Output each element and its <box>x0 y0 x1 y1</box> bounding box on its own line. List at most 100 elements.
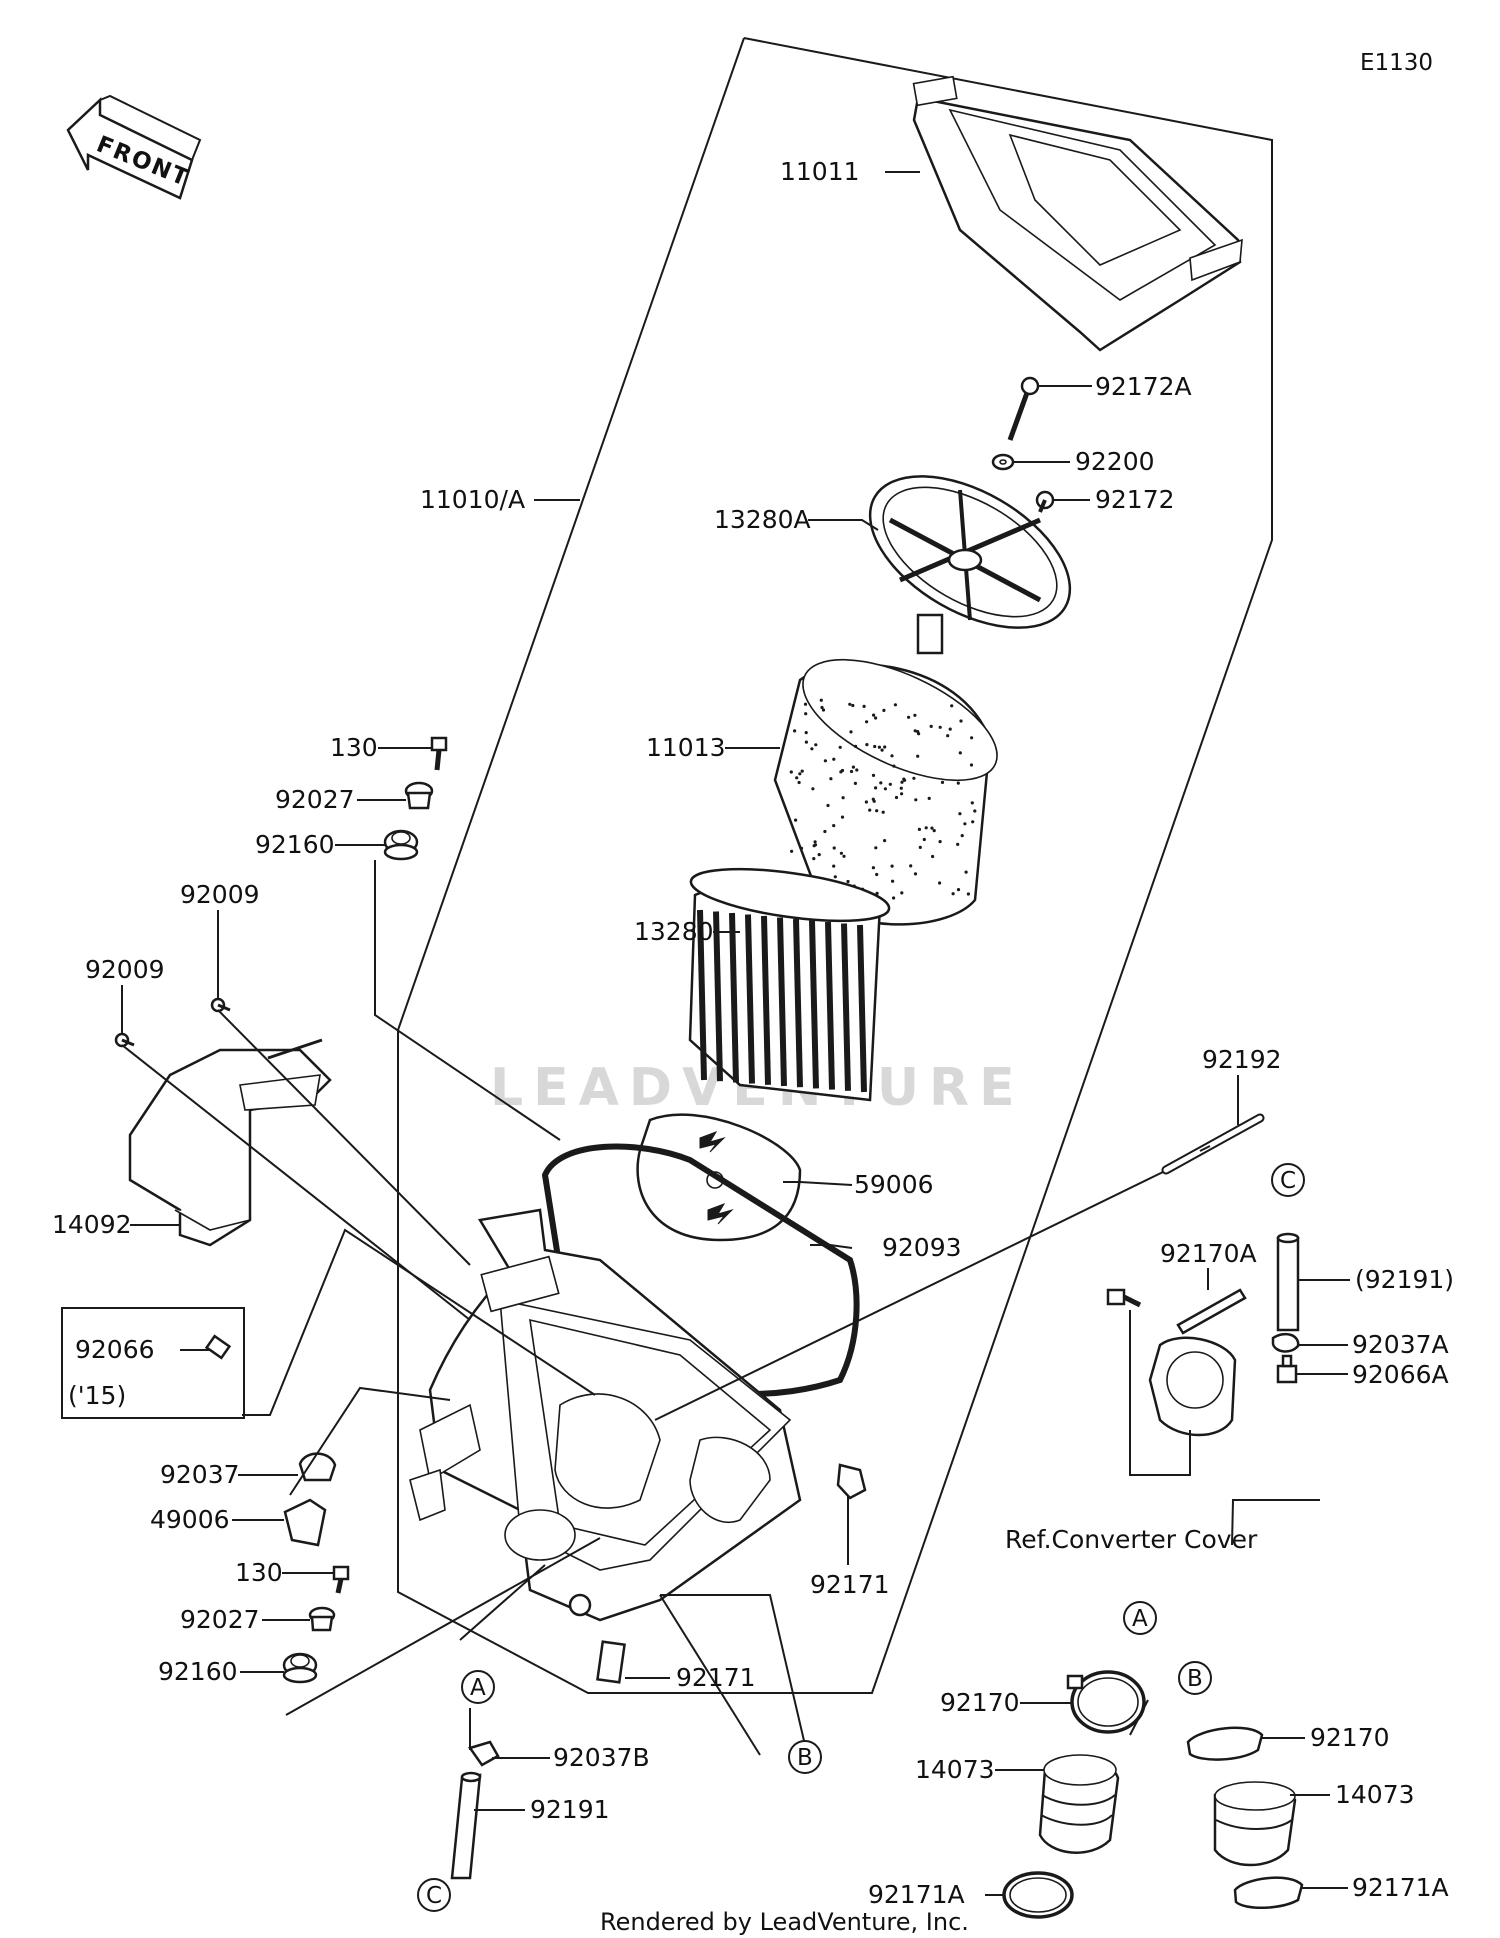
label-92191-paren: (92191) <box>1355 1265 1454 1294</box>
filter-dot <box>914 798 918 802</box>
filter-dot <box>865 720 869 724</box>
filter-dot <box>804 740 809 744</box>
filter-dot <box>823 829 827 834</box>
label-92027-bottom: 92027 <box>180 1605 260 1634</box>
filter-dot <box>956 888 961 892</box>
filter-dot <box>909 864 913 868</box>
filter-dot <box>819 698 823 702</box>
filter-dot <box>823 759 828 763</box>
filter-dot <box>929 724 933 729</box>
filter-dot <box>798 772 802 776</box>
label-14092: 14092 <box>52 1210 132 1239</box>
filter-rib <box>697 909 707 1081</box>
svg-text:C: C <box>426 1883 442 1909</box>
filter-dot <box>841 796 845 800</box>
filter-dot <box>916 754 920 758</box>
filter-dot <box>832 824 836 828</box>
filter-dot <box>956 842 960 847</box>
filter-element-11013 <box>773 658 998 926</box>
label-92172: 92172 <box>1095 485 1175 514</box>
filter-dot <box>931 854 935 859</box>
clip-92037b <box>467 1740 500 1767</box>
label-92037b: 92037B <box>553 1743 650 1772</box>
duct-cover-14092 <box>128 1038 332 1247</box>
filter-dot <box>817 853 821 857</box>
filter-dot <box>848 702 852 706</box>
filter-rib <box>761 915 771 1085</box>
label-92171-bottom: 92171 <box>676 1663 756 1692</box>
ref-note: Ref.Converter Cover <box>1005 1525 1258 1554</box>
label-92037: 92037 <box>160 1460 240 1489</box>
filter-dot <box>868 808 872 812</box>
filter-dot <box>803 702 808 706</box>
filter-dot <box>950 704 954 708</box>
filter-dot <box>900 792 904 796</box>
grommet-92160-bottom <box>282 1652 318 1684</box>
filter-dot <box>913 729 917 733</box>
filter-dot <box>826 803 830 808</box>
filter-dot <box>882 708 886 713</box>
filter-dot <box>938 725 942 729</box>
clamp-92170-right <box>1186 1726 1264 1761</box>
filter-dot <box>938 881 942 885</box>
filter-dots <box>789 698 977 900</box>
filter-dot <box>874 716 878 720</box>
bolt-converter <box>1106 1288 1142 1308</box>
filter-dot <box>871 797 875 801</box>
filter-dot <box>894 795 899 800</box>
pipe-92192 <box>1161 1113 1265 1175</box>
filter-dot <box>865 743 869 747</box>
label-11013: 11013 <box>646 733 726 762</box>
filter-dot <box>814 743 818 747</box>
label-130-top: 130 <box>330 733 378 762</box>
label-92066: 92066 <box>75 1335 155 1364</box>
duct-14073-left <box>1038 1754 1120 1854</box>
filter-dot <box>907 715 911 719</box>
filter-dot <box>890 864 894 868</box>
screw-92172a <box>1007 376 1040 441</box>
filter-dot <box>913 872 918 876</box>
air-cleaner-cover <box>912 75 1243 352</box>
label-13280: 13280 <box>634 917 714 946</box>
label-59006: 59006 <box>854 1170 934 1199</box>
filter-dot <box>924 826 928 830</box>
clip-92171-right <box>836 1463 867 1500</box>
filter-dot <box>874 786 878 790</box>
filter-dot <box>849 730 853 734</box>
air-box-housing <box>409 1208 802 1622</box>
filter-dot <box>951 892 955 896</box>
cap-49006 <box>283 1498 327 1547</box>
filter-dot <box>902 777 906 781</box>
filter-dot <box>875 872 879 877</box>
label-92171a-left: 92171A <box>868 1880 965 1909</box>
filter-dot <box>839 851 844 855</box>
filter-dot <box>794 818 798 822</box>
label-92170-left: 92170 <box>940 1688 1020 1717</box>
diagram-id: E1130 <box>1360 50 1433 76</box>
filter-dot <box>871 866 876 870</box>
label-92066-year: ('15) <box>68 1381 126 1410</box>
label-92191: 92191 <box>530 1795 610 1824</box>
label-130-bottom: 130 <box>235 1558 283 1587</box>
credit-text: Rendered by LeadVenture, Inc. <box>600 1908 969 1936</box>
label-92093: 92093 <box>882 1233 962 1262</box>
filter-dot <box>888 782 892 786</box>
filter-dot <box>900 780 904 784</box>
filter-dot <box>812 857 816 861</box>
filter-dot <box>855 768 859 772</box>
filter-dot <box>892 764 896 768</box>
filter-dot <box>821 708 826 712</box>
filter-dot <box>832 846 836 850</box>
callout-b-mid: B <box>788 1740 822 1774</box>
hose-92191 <box>450 1771 482 1880</box>
filter-dot <box>917 732 921 736</box>
filter-dot <box>966 892 971 896</box>
strap-92170a <box>1176 1288 1247 1335</box>
filter-dot <box>971 820 975 824</box>
label-92160-bottom: 92160 <box>158 1657 238 1686</box>
filter-dot <box>849 769 854 774</box>
plug-92066 <box>204 1334 232 1360</box>
label-11010a: 11010/A <box>420 485 525 514</box>
label-13280a: 13280A <box>714 505 811 534</box>
